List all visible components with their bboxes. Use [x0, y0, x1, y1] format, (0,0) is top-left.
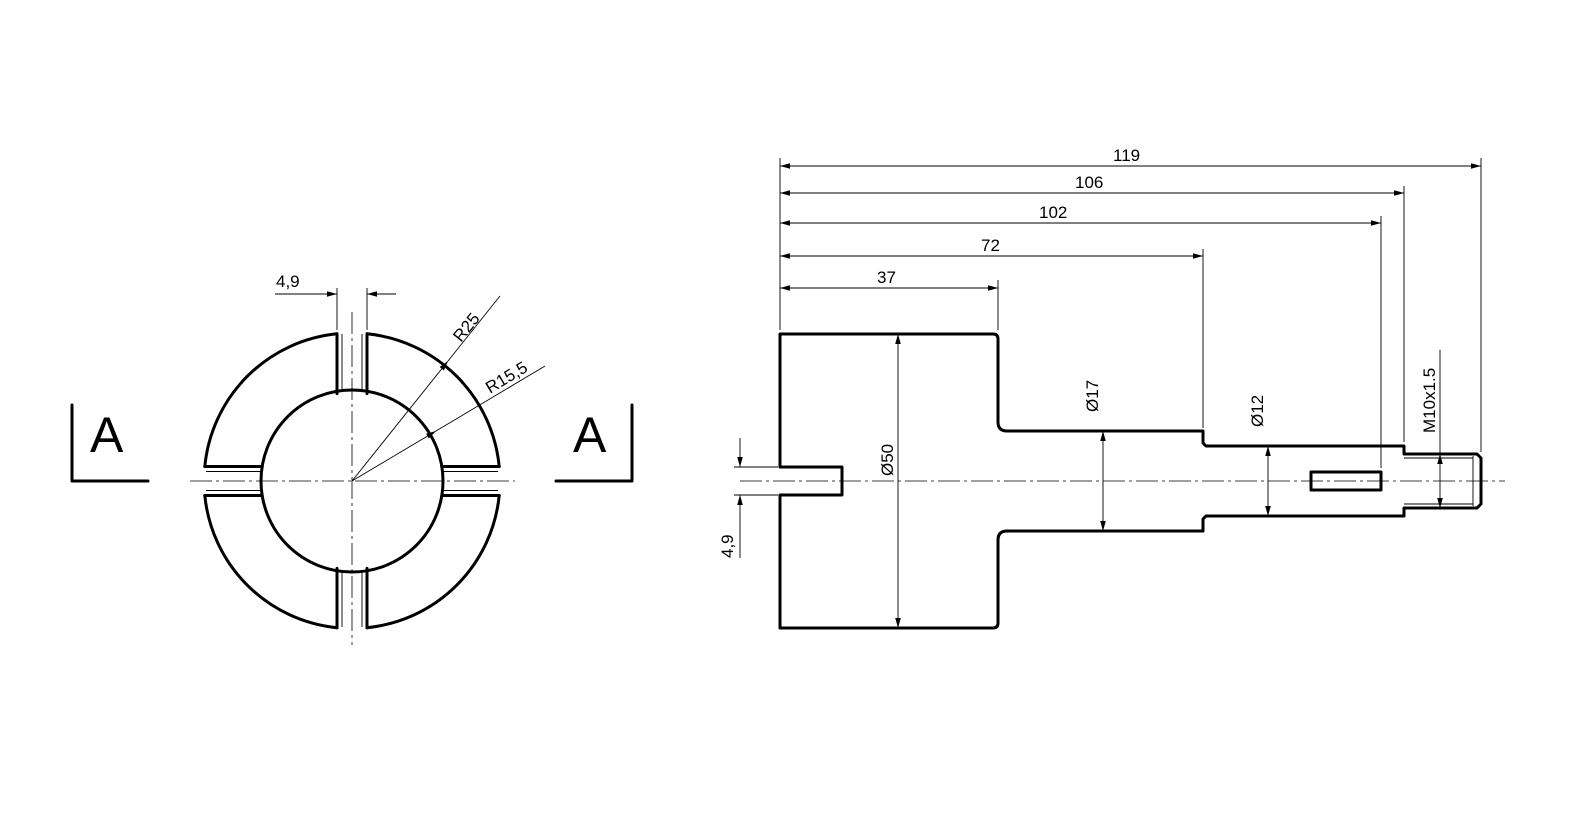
keyway: [1309, 470, 1383, 492]
length-dimension-106: 106: [780, 173, 1404, 196]
side-view: 119 106 102 72 37 Ø50 Ø17 Ø12: [718, 146, 1505, 630]
length-dimension-72: 72: [780, 236, 1203, 259]
inner-radius-label: R15,5: [482, 358, 531, 398]
slot-top: [335, 332, 369, 396]
outer-radius-dimension: R25: [351, 295, 501, 482]
diameter-12-label: Ø12: [1248, 395, 1267, 427]
outer-circle: [203, 332, 501, 630]
slot-left: [203, 465, 264, 497]
section-marker-right: A: [554, 403, 634, 483]
outer-radius-label: R25: [449, 309, 483, 345]
diameter-17-dimension: Ø17: [1083, 380, 1106, 531]
diameter-12-dimension: Ø12: [1248, 395, 1271, 516]
end-view: 4,9 R25 R15,5: [190, 272, 546, 645]
length-72-label: 72: [981, 236, 1000, 255]
shaft-outline: [778, 332, 1483, 630]
thread-label: M10x1.5: [1420, 368, 1439, 433]
diameter-50-dimension: Ø50: [878, 334, 901, 628]
length-dimension-119: 119: [780, 146, 1481, 169]
inner-bore-circle: [259, 388, 445, 574]
slot-bottom: [335, 566, 369, 630]
length-119-label: 119: [1113, 146, 1140, 165]
length-102-label: 102: [1039, 203, 1067, 222]
side-view-slot-width-label: 4,9: [718, 534, 737, 558]
thread-dimension: M10x1.5: [1420, 350, 1443, 508]
length-106-label: 106: [1075, 173, 1103, 192]
length-dimension-102: 102: [780, 203, 1381, 226]
section-label-right: A: [573, 407, 607, 463]
diameter-17-label: Ø17: [1083, 380, 1102, 412]
inner-radius-dimension: R15,5: [351, 358, 546, 482]
length-37-label: 37: [877, 268, 896, 287]
side-view-slot-width-dimension: 4,9: [718, 438, 778, 558]
section-marker-left: A: [70, 403, 150, 483]
diameter-50-label: Ø50: [878, 444, 897, 476]
slot-right: [440, 465, 501, 497]
length-dimension-37: 37: [780, 268, 998, 291]
length-extension-lines: [779, 158, 1482, 468]
end-view-slot-width-dimension: 4,9: [275, 272, 396, 330]
section-label-left: A: [90, 407, 124, 463]
end-view-slot-width-label: 4,9: [276, 272, 300, 291]
